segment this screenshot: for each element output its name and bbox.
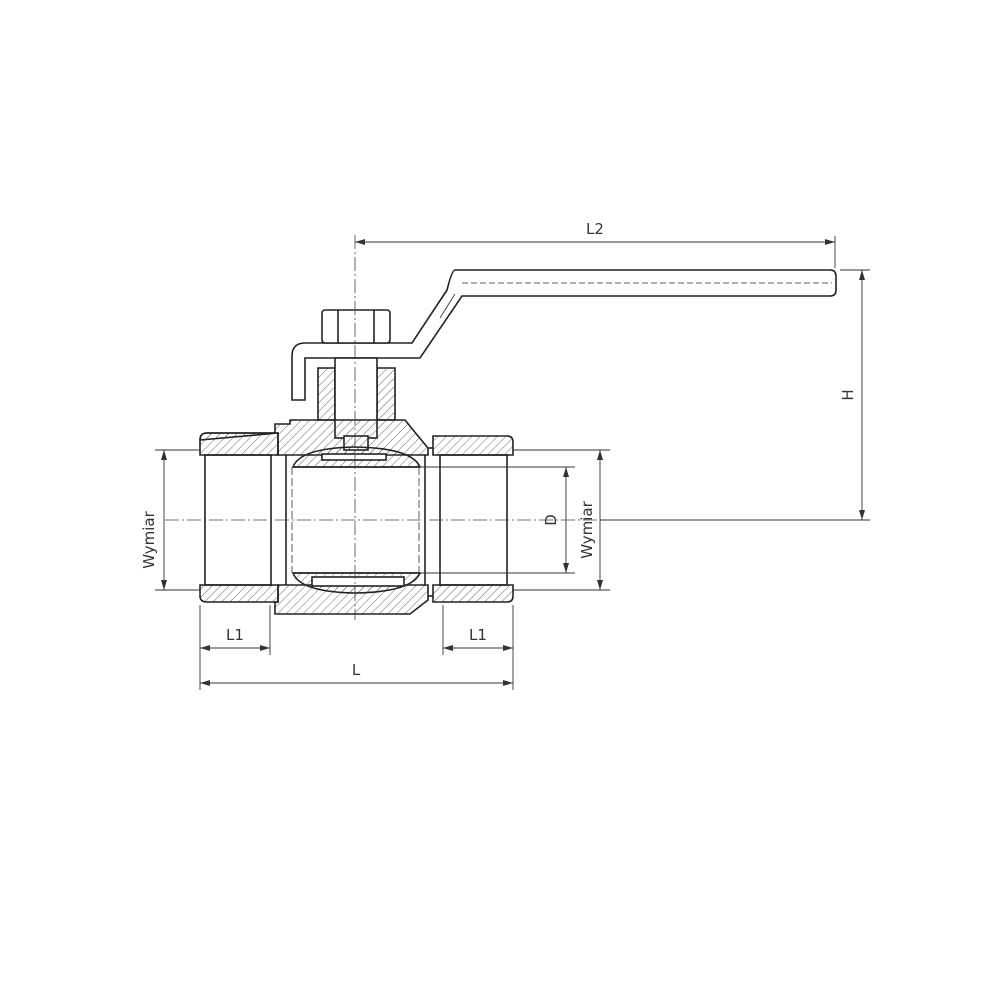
label-l2: L2	[586, 220, 604, 238]
ball	[285, 446, 426, 594]
label-wymiar-right: Wymiar	[578, 500, 596, 558]
hex-nut	[321, 309, 391, 344]
valve-body	[199, 419, 514, 615]
label-l1-left: L1	[226, 626, 244, 644]
lever-handle	[291, 269, 837, 401]
label-l: L	[352, 661, 361, 679]
label-h: H	[839, 389, 857, 400]
label-wymiar-left: Wymiar	[140, 510, 158, 568]
dimension-lines	[155, 236, 870, 690]
label-l1-right: L1	[469, 626, 487, 644]
label-d: D	[542, 514, 560, 526]
